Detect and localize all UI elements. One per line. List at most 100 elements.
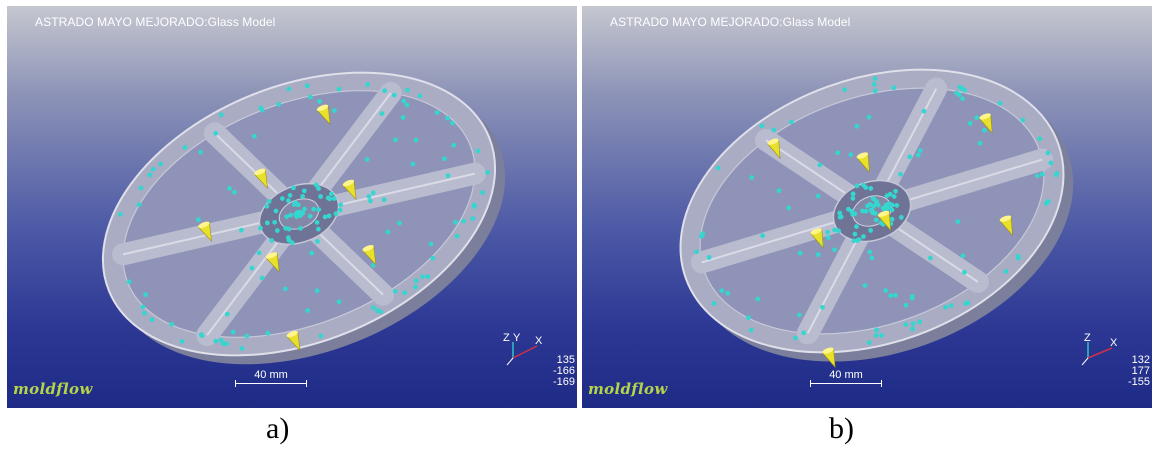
node-point — [284, 214, 290, 220]
node-point — [955, 219, 961, 225]
node-point — [982, 127, 987, 133]
node-point — [143, 292, 149, 297]
node-point — [891, 85, 897, 91]
node-point — [239, 227, 244, 233]
node-point — [230, 329, 236, 335]
node-point — [401, 98, 407, 104]
node-point — [213, 338, 219, 344]
node-point — [413, 284, 418, 290]
node-point — [967, 120, 973, 126]
node-point — [871, 196, 877, 202]
node-point — [264, 220, 270, 226]
node-point — [903, 322, 909, 327]
node-point — [258, 225, 263, 231]
node-point — [879, 333, 885, 338]
node-point — [196, 217, 201, 223]
node-point — [318, 194, 324, 199]
node-point — [854, 224, 859, 229]
node-point — [317, 98, 322, 104]
injection-point-top — [286, 330, 298, 338]
node-point — [878, 220, 884, 226]
node-point — [198, 332, 204, 338]
node-point — [402, 290, 408, 296]
node-point — [898, 214, 904, 220]
node-point — [861, 234, 866, 239]
node-point — [871, 81, 877, 87]
coord-2: 177 — [1131, 365, 1150, 377]
injection-point-top — [198, 221, 210, 229]
node-point — [316, 207, 322, 212]
node-point — [786, 205, 792, 211]
node-point — [796, 312, 802, 318]
node-point — [138, 185, 144, 191]
node-point — [873, 200, 879, 206]
axis-x-label: X — [1110, 337, 1118, 349]
node-point — [224, 311, 230, 317]
viewport-a[interactable]: ASTRADO MAYO MEJORADO:Glass Model 40 mm … — [7, 6, 577, 408]
injection-point-top — [877, 210, 890, 217]
node-point — [852, 231, 858, 237]
node-point — [381, 197, 387, 203]
node-point — [300, 193, 306, 199]
node-point — [715, 165, 721, 171]
node-point — [269, 238, 275, 243]
node-point — [368, 198, 373, 204]
node-point — [788, 119, 794, 125]
node-point — [461, 218, 466, 224]
node-point — [382, 88, 388, 94]
node-point — [883, 202, 889, 208]
node-point — [318, 333, 324, 339]
node-point — [328, 191, 334, 197]
node-point — [891, 194, 897, 199]
node-point — [836, 228, 842, 234]
node-point — [365, 82, 371, 87]
axis-z-label: Z — [1084, 332, 1091, 344]
node-point — [451, 142, 457, 148]
node-point — [315, 226, 321, 232]
node-point — [392, 288, 398, 294]
node-point — [1034, 173, 1040, 179]
node-point — [874, 327, 880, 333]
node-point — [873, 332, 879, 338]
caption-b: b) — [829, 412, 854, 445]
node-point — [314, 220, 320, 225]
axis-x-label: X — [535, 335, 543, 347]
node-point — [315, 239, 320, 244]
node-point — [872, 76, 878, 82]
node-point — [850, 191, 856, 197]
node-point — [364, 157, 370, 162]
node-point — [420, 274, 426, 279]
node-point — [846, 206, 851, 212]
node-point — [298, 225, 303, 231]
node-point — [286, 226, 292, 232]
node-point — [1016, 255, 1021, 261]
viewport-title: ASTRADO MAYO MEJORADO:Glass Model — [610, 15, 851, 29]
viewport-b[interactable]: ASTRADO MAYO MEJORADO:Glass Model 40 mm … — [582, 6, 1152, 408]
node-point — [832, 247, 837, 253]
coord-1: 135 — [556, 354, 575, 366]
node-point — [453, 219, 458, 225]
node-point — [755, 296, 761, 302]
node-point — [872, 88, 878, 94]
node-point — [694, 249, 700, 255]
node-point — [776, 188, 782, 194]
wheel-model[interactable] — [7, 6, 577, 408]
node-point — [963, 301, 969, 306]
node-point — [430, 255, 436, 261]
node-point — [285, 198, 291, 203]
node-point — [870, 210, 876, 216]
coord-3: -155 — [1127, 376, 1150, 388]
node-point — [445, 173, 451, 179]
node-point — [1043, 201, 1049, 206]
wheel-model[interactable] — [582, 6, 1152, 408]
node-point — [244, 333, 250, 339]
node-point — [292, 200, 298, 206]
node-point — [921, 108, 927, 114]
axis-y-label: Y — [513, 332, 521, 344]
node-point — [892, 292, 898, 298]
node-point — [288, 212, 294, 218]
node-point — [370, 305, 376, 311]
node-point — [417, 93, 423, 99]
axis-triad-icon: Z Y X — [503, 332, 543, 366]
caption-a: a) — [266, 412, 290, 445]
